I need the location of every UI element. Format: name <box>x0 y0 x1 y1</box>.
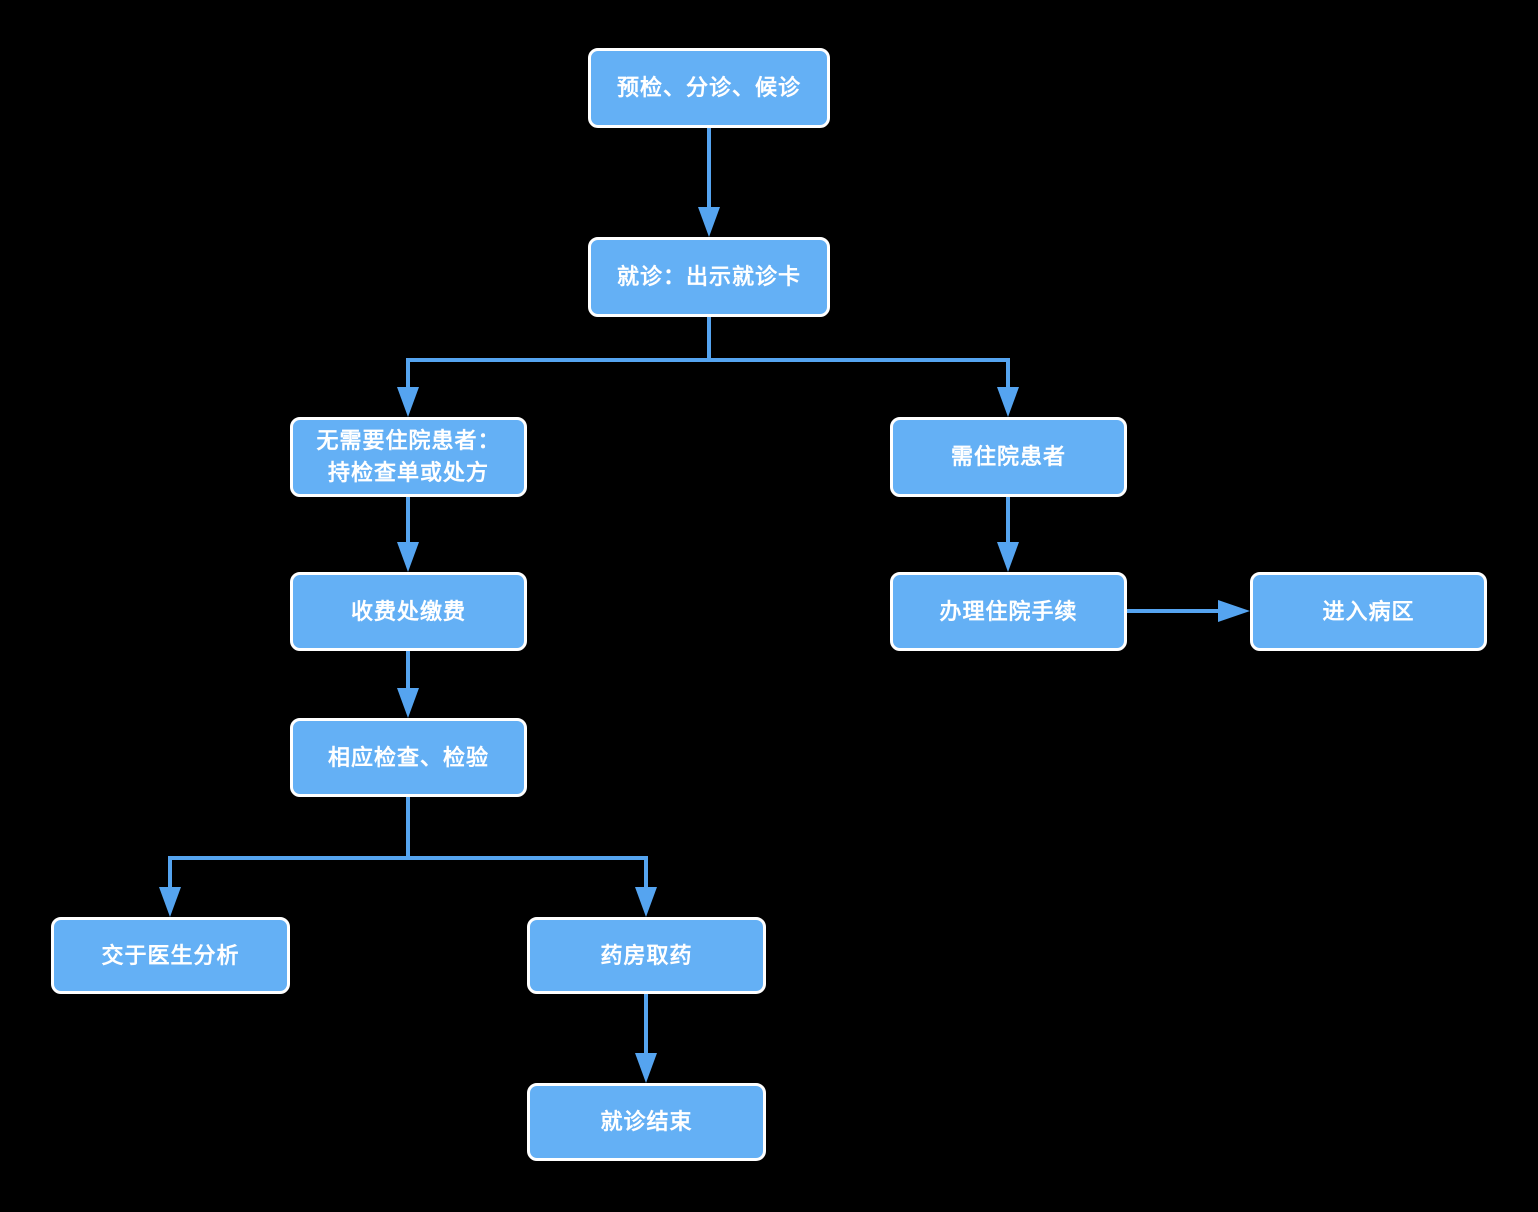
node-pay: 收费处缴费 <box>290 572 527 651</box>
node-need-hospital: 需住院患者 <box>890 417 1127 497</box>
edge-visit-no-hospital <box>406 358 410 388</box>
edge-visit-branch-bar <box>406 358 1010 362</box>
edge-triage-visit <box>707 128 711 208</box>
edge-no-hospital-pay <box>406 497 410 543</box>
node-pharmacy: 药房取药 <box>527 917 766 994</box>
node-ward: 进入病区 <box>1250 572 1487 651</box>
node-triage: 预检、分诊、候诊 <box>588 48 830 128</box>
arrowhead-exam-pharmacy <box>635 887 657 917</box>
node-visit: 就诊：出示就诊卡 <box>588 237 830 317</box>
node-end: 就诊结束 <box>527 1083 766 1161</box>
node-doctor-analysis: 交于医生分析 <box>51 917 290 994</box>
arrowhead-admission-ward <box>1218 600 1250 622</box>
arrowhead-pay-exam <box>397 688 419 718</box>
edge-admission-ward <box>1127 609 1218 613</box>
arrowhead-exam-doctor-analysis <box>159 887 181 917</box>
arrowhead-visit-need-hospital <box>997 387 1019 417</box>
node-no-hospital: 无需要住院患者： 持检查单或处方 <box>290 417 527 497</box>
edge-exam-branch-bar <box>168 856 648 860</box>
arrowhead-pharmacy-end <box>635 1053 657 1083</box>
edge-need-hospital-admission <box>1006 497 1010 543</box>
arrowhead-triage-visit <box>698 207 720 237</box>
node-exam: 相应检查、检验 <box>290 718 527 797</box>
node-admission: 办理住院手续 <box>890 572 1127 651</box>
edge-visit-need-hospital <box>1006 358 1010 388</box>
edge-pay-exam <box>406 651 410 689</box>
arrowhead-need-hospital-admission <box>997 542 1019 572</box>
edge-exam-doctor-analysis <box>168 856 172 887</box>
arrowhead-no-hospital-pay <box>397 542 419 572</box>
edge-pharmacy-end <box>644 994 648 1054</box>
edge-exam-pharmacy <box>644 856 648 887</box>
edge-exam-branch-stem <box>406 797 410 860</box>
edge-visit-branch-stem <box>707 317 711 362</box>
arrowhead-visit-no-hospital <box>397 387 419 417</box>
